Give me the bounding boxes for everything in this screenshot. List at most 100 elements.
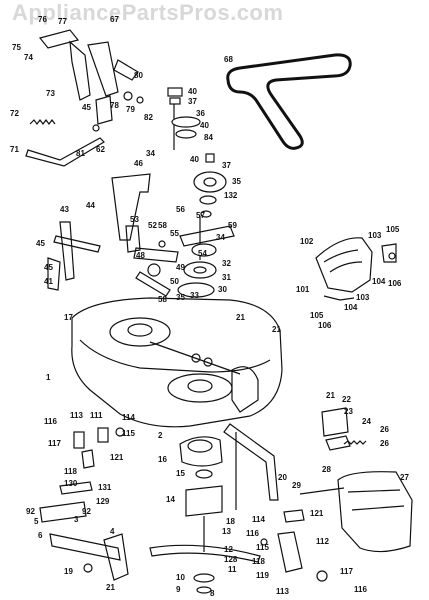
callout-32: 32 [222,259,231,268]
callout-19: 19 [64,567,73,576]
callout-76: 76 [38,15,47,24]
callout-28: 28 [322,465,331,474]
callout-58: 58 [158,221,167,230]
right-assemblies-drawing [260,407,413,582]
callout-129: 129 [96,497,110,506]
callout-37b: 37 [222,161,231,170]
callout-45b: 45 [36,239,45,248]
height-adjust-linkage-drawing [39,427,129,581]
callout-62: 62 [96,145,105,154]
callout-34: 34 [146,149,155,158]
callout-55: 55 [170,229,179,238]
lift-linkage-drawing [38,29,144,125]
callout-92b: 92 [82,507,91,516]
callout-8: 8 [210,589,215,598]
callout-21b: 21 [272,325,281,334]
callout-17: 17 [64,313,73,322]
callout-36: 36 [196,109,205,118]
callout-37: 37 [188,97,197,106]
callout-34b: 34 [216,233,225,242]
callout-84: 84 [204,133,213,142]
callout-4: 4 [110,527,115,536]
spring-72-drawing [29,119,56,125]
callout-106b: 106 [318,321,332,330]
callout-119: 119 [256,571,269,580]
callout-58b: 58 [158,295,167,304]
callout-labels: 76 77 67 75 74 68 80 73 40 37 78 79 82 7… [10,15,409,598]
callout-18: 18 [226,517,235,526]
callout-40c: 40 [190,155,199,164]
center-pulley-stack-drawing [167,87,235,298]
callout-73: 73 [46,89,55,98]
callout-81: 81 [76,149,85,158]
callout-11: 11 [228,565,237,574]
callout-80: 80 [134,71,143,80]
callout-1: 1 [46,373,51,382]
callout-131: 131 [98,483,112,492]
callout-40: 40 [188,87,197,96]
callout-103b: 103 [356,293,370,302]
callout-74: 74 [24,53,33,62]
callout-103: 103 [368,231,382,240]
callout-31: 31 [222,273,231,282]
callout-72: 72 [10,109,19,118]
callout-45: 45 [82,103,91,112]
callout-14: 14 [166,495,175,504]
callout-27: 27 [400,473,409,482]
callout-50: 50 [170,277,179,286]
callout-23: 23 [344,407,353,416]
callout-52: 52 [148,221,157,230]
callout-10: 10 [176,573,185,582]
callout-128: 128 [224,555,238,564]
callout-24: 24 [362,417,371,426]
callout-48: 48 [136,251,145,260]
callout-132: 132 [224,191,238,200]
callout-116b: 116 [246,529,259,538]
callout-2: 2 [158,431,163,440]
callout-105: 105 [386,225,400,234]
callout-118: 118 [64,467,77,476]
belt-drawing [226,53,352,150]
bracket-44-drawing [111,173,151,241]
callout-116: 116 [44,417,57,426]
mower-deck-drawing [71,297,283,428]
callout-57: 57 [196,211,205,220]
blade-spindle-drawing [149,436,261,594]
callout-114b: 114 [252,515,265,524]
idler-bracket-drawing [125,225,179,297]
callout-22: 22 [342,395,351,404]
callout-116c: 116 [354,585,367,594]
callout-117b: 117 [340,567,353,576]
callout-59: 59 [228,221,237,230]
callout-79: 79 [126,105,135,114]
callout-3: 3 [74,515,79,524]
callout-49: 49 [176,263,185,272]
callout-113b: 113 [276,587,289,596]
watermark: AppliancePartsPros.com [12,0,283,25]
callout-35b: 35 [176,293,185,302]
callout-117: 117 [48,439,61,448]
callout-21: 21 [236,313,245,322]
callout-111: 111 [90,411,103,420]
callout-16: 16 [158,455,167,464]
callout-40b: 40 [200,121,209,130]
callout-20: 20 [278,473,287,482]
callout-102: 102 [300,237,314,246]
callout-68: 68 [224,55,233,64]
callout-82: 82 [144,113,153,122]
rod-71-drawing [25,124,105,167]
callout-114: 114 [122,413,135,422]
callout-101: 101 [296,285,310,294]
callout-15: 15 [176,469,185,478]
callout-121b: 121 [310,509,324,518]
callout-130: 130 [64,479,78,488]
callout-29: 29 [292,481,301,490]
arm-43-drawing [47,221,101,291]
callout-44: 44 [86,201,95,210]
callout-118b: 118 [252,557,265,566]
callout-71: 71 [10,145,19,154]
callout-112: 112 [316,537,329,546]
callout-46: 46 [134,159,143,168]
callout-26b: 26 [380,439,389,448]
